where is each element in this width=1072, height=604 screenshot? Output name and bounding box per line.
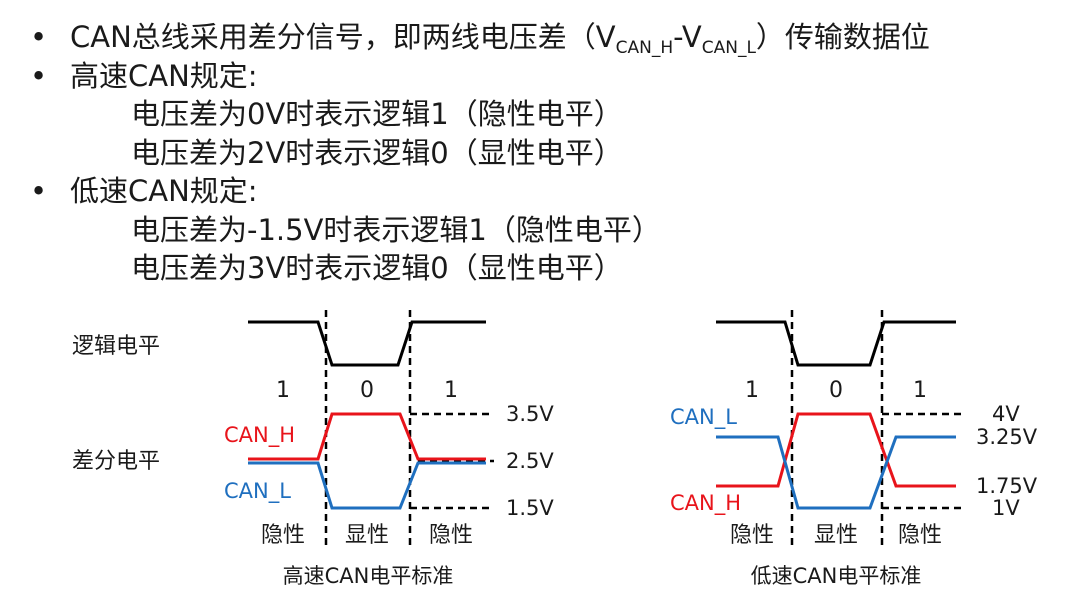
high-dominant: 显性	[345, 523, 389, 548]
high-bit-1-right: 1	[444, 378, 458, 403]
diff-level-label: 差分电平	[72, 449, 160, 474]
low-voltage-4v: 4V	[992, 402, 1020, 426]
high-canl-waveform	[248, 461, 486, 510]
low-canh-waveform	[716, 412, 956, 488]
logic-level-label: 逻辑电平	[72, 334, 160, 359]
low-logic-waveform	[716, 320, 956, 367]
high-speed-heading: 高速CAN规定:	[70, 58, 258, 93]
high-logic-waveform	[248, 320, 486, 367]
high-rule-dominant: 电压差为2V时表示逻辑0（显性电平）	[131, 135, 623, 170]
high-voltage-2-5v: 2.5V	[506, 449, 554, 473]
line1-sub-canl: CAN_L	[701, 38, 756, 58]
high-voltage-3-5v: 3.5V	[506, 402, 554, 426]
low-bit-0: 0	[829, 378, 843, 403]
line1-sub-canh: CAN_H	[615, 38, 674, 58]
low-voltage-1v: 1V	[992, 496, 1020, 520]
high-canl-label: CAN_L	[224, 479, 291, 504]
low-recessive-left: 隐性	[730, 523, 774, 548]
low-caption: 低速CAN电平标准	[751, 564, 922, 588]
high-recessive-right: 隐性	[429, 523, 473, 548]
low-bit-1-left: 1	[745, 378, 759, 403]
low-voltage-3-25v: 3.25V	[976, 425, 1038, 449]
low-canl-label: CAN_L	[670, 405, 737, 430]
high-speed-diagram: 逻辑电平 差分电平 1 0 1 CAN_H CAN_L 3.5V 2.5V 1.…	[72, 310, 554, 588]
low-canh-label: CAN_H	[670, 491, 741, 516]
low-canl-waveform	[716, 435, 956, 510]
high-recessive-left: 隐性	[261, 523, 305, 548]
bullet-list: •CAN总线采用差分信号，即两线电压差（VCAN_H-VCAN_L）传输数据位 …	[30, 18, 930, 288]
bullet-line-2: • 高速CAN规定:	[30, 57, 930, 96]
low-recessive-right: 隐性	[898, 523, 942, 548]
high-bit-1-left: 1	[276, 378, 290, 403]
high-canh-waveform	[248, 412, 486, 461]
bullet-line-1: • CAN总线采用差分信号，即两线电压差（VCAN_H-VCAN_L）传输数据位	[30, 18, 930, 57]
low-dominant: 显性	[814, 523, 858, 548]
low-bit-1-right: 1	[913, 378, 927, 403]
line1-text-c: ）传输数据位	[755, 20, 930, 54]
high-caption: 高速CAN电平标准	[283, 564, 454, 588]
high-rule-recessive: 电压差为0V时表示逻辑1（隐性电平）	[131, 97, 623, 131]
bullet-dot: •	[30, 20, 48, 54]
high-canh-label: CAN_H	[224, 423, 295, 448]
bullet-dot: •	[30, 58, 48, 93]
bullet-line-3: • 低速CAN规定:	[30, 172, 930, 211]
low-speed-diagram: 1 0 1 CAN_L CAN_H 4V 3.25V 1.75V 1V 隐性 显…	[670, 310, 1038, 588]
low-rule-dominant: 电压差为3V时表示逻辑0（显性电平）	[131, 251, 623, 285]
bullet-dot: •	[30, 174, 48, 208]
high-bit-0: 0	[360, 378, 374, 403]
high-voltage-1-5v: 1.5V	[506, 496, 554, 520]
low-speed-heading: 低速CAN规定:	[70, 174, 258, 208]
line1-text-b: -V	[673, 20, 702, 54]
line1-text-a: CAN总线采用差分信号，即两线电压差（V	[70, 20, 616, 54]
low-rule-recessive: 电压差为-1.5V时表示逻辑1（隐性电平）	[131, 212, 661, 247]
low-voltage-1-75v: 1.75V	[976, 474, 1038, 498]
